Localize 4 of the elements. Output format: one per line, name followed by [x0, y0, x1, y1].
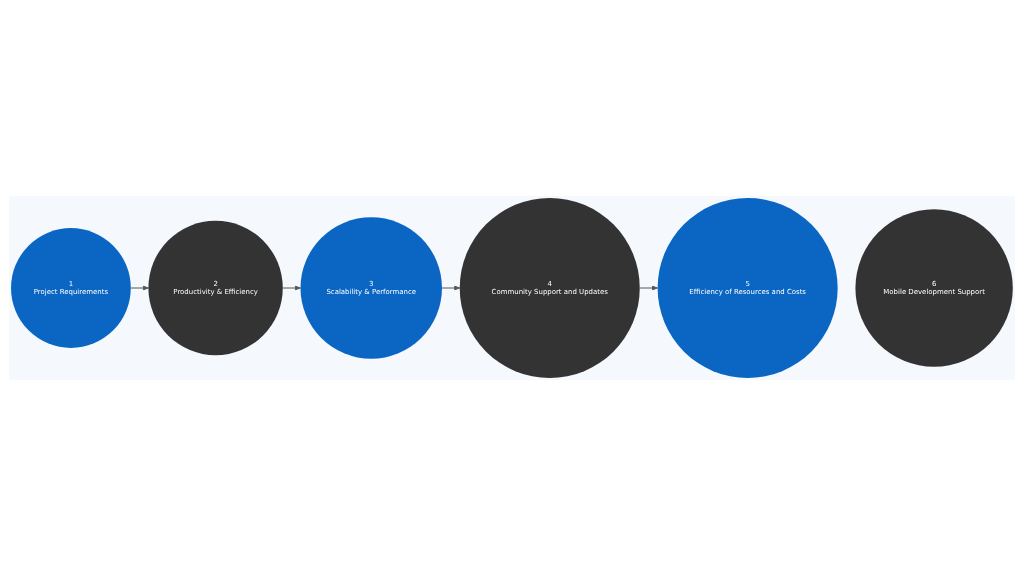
arrow — [130, 285, 149, 291]
arrow — [282, 285, 301, 291]
arrow — [639, 285, 658, 291]
arrow — [441, 285, 461, 291]
